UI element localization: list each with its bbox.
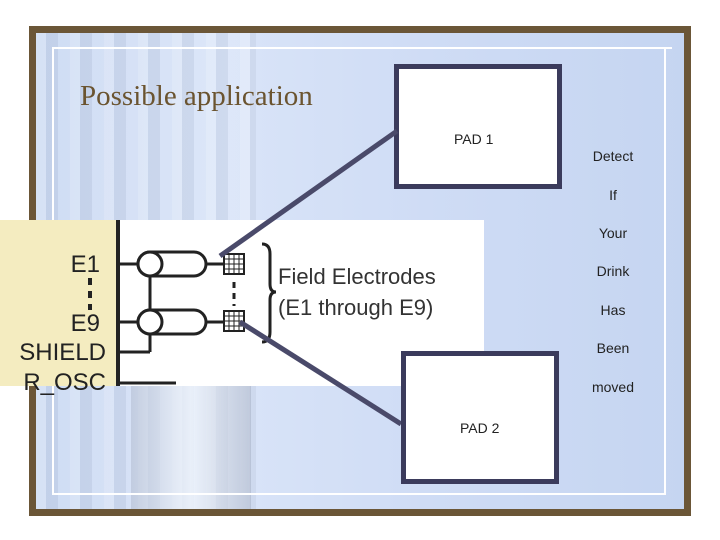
e9-node	[136, 308, 164, 336]
side-word: If	[609, 187, 617, 203]
pad-1-box	[394, 64, 562, 189]
inner-border-bottom	[52, 493, 666, 495]
side-word: Detect	[592, 148, 634, 164]
circuit-label-panel	[0, 220, 118, 386]
e1-node	[136, 250, 164, 278]
background-column-base	[131, 373, 251, 509]
e9-electrode-grid	[223, 310, 245, 332]
slide-title: Possible application	[80, 80, 313, 112]
pad-2-connector	[238, 319, 403, 427]
inner-border-right	[664, 47, 666, 495]
pad-2-label: PAD 2	[460, 420, 500, 436]
side-word: moved	[591, 379, 635, 395]
e9-label: E9	[71, 310, 100, 337]
pad-1-label: PAD 1	[454, 131, 494, 147]
field-electrodes-line1: Field Electrodes	[278, 264, 436, 289]
inner-border-top	[52, 47, 672, 49]
e1-electrode-grid	[223, 253, 245, 275]
field-brace	[261, 242, 277, 344]
rosc-label: R_OSC	[23, 369, 106, 396]
field-electrodes-line2: (E1 through E9)	[278, 295, 433, 320]
side-word: Been	[596, 340, 630, 356]
side-word: Your	[598, 225, 628, 241]
pad-1-connector	[218, 128, 399, 259]
shield-label: SHIELD	[19, 339, 106, 366]
side-word: Has	[600, 302, 626, 318]
side-word: Drink	[596, 263, 630, 279]
pad-2-box	[401, 351, 559, 484]
e1-label: E1	[71, 251, 100, 278]
